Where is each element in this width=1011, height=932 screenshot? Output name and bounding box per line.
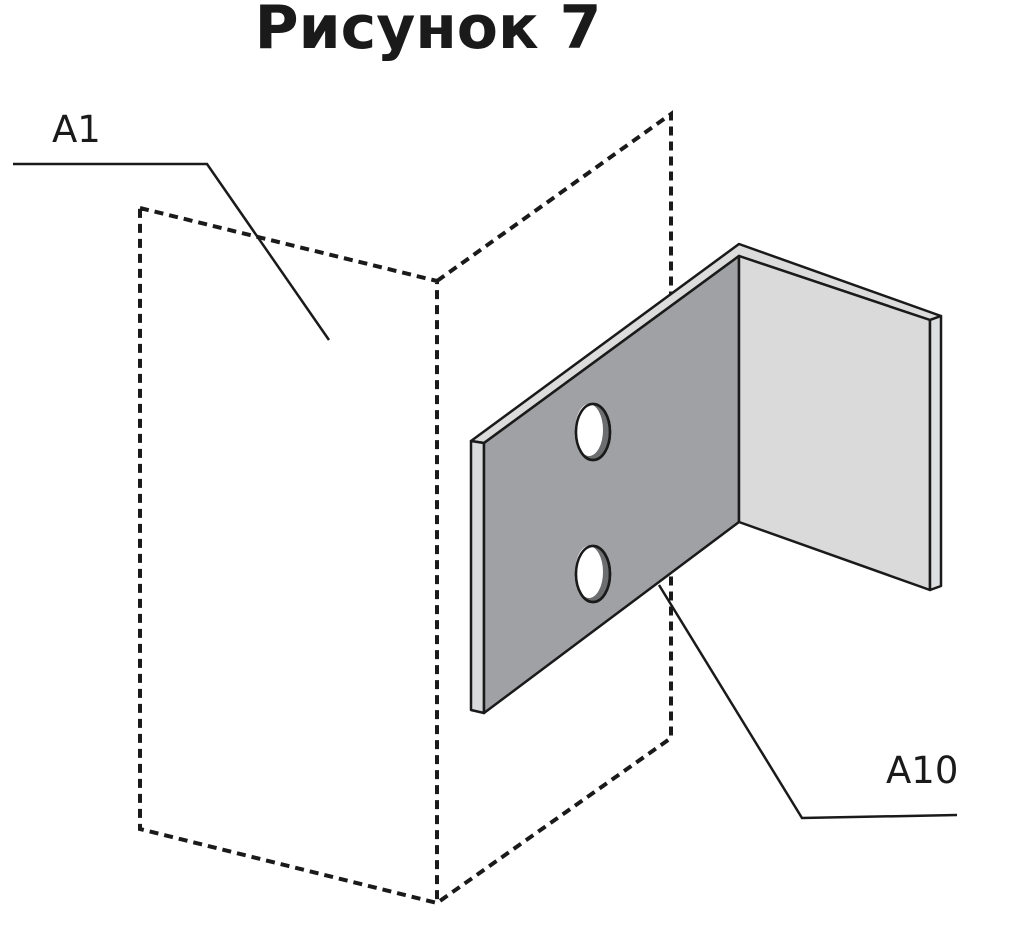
figure-title: Рисунок 7 bbox=[254, 0, 602, 63]
mounting-holes bbox=[574, 402, 612, 604]
mounting-hole-upper bbox=[574, 402, 612, 462]
leader-line-a10 bbox=[657, 584, 958, 820]
panel-a1-outline bbox=[138, 110, 673, 906]
callout-a10-label: A10 bbox=[886, 749, 958, 792]
callout-a1-label: A1 bbox=[52, 108, 101, 151]
bracket-a10 bbox=[469, 242, 943, 715]
leader-line-a1 bbox=[13, 162, 331, 341]
mounting-hole-lower bbox=[574, 544, 612, 604]
panel-left-face bbox=[138, 205, 439, 906]
panel-right-face-outline bbox=[435, 110, 673, 905]
bracket-front-flange bbox=[482, 254, 741, 715]
bracket-right-edge bbox=[928, 314, 943, 592]
bracket-left-edge bbox=[469, 439, 486, 715]
